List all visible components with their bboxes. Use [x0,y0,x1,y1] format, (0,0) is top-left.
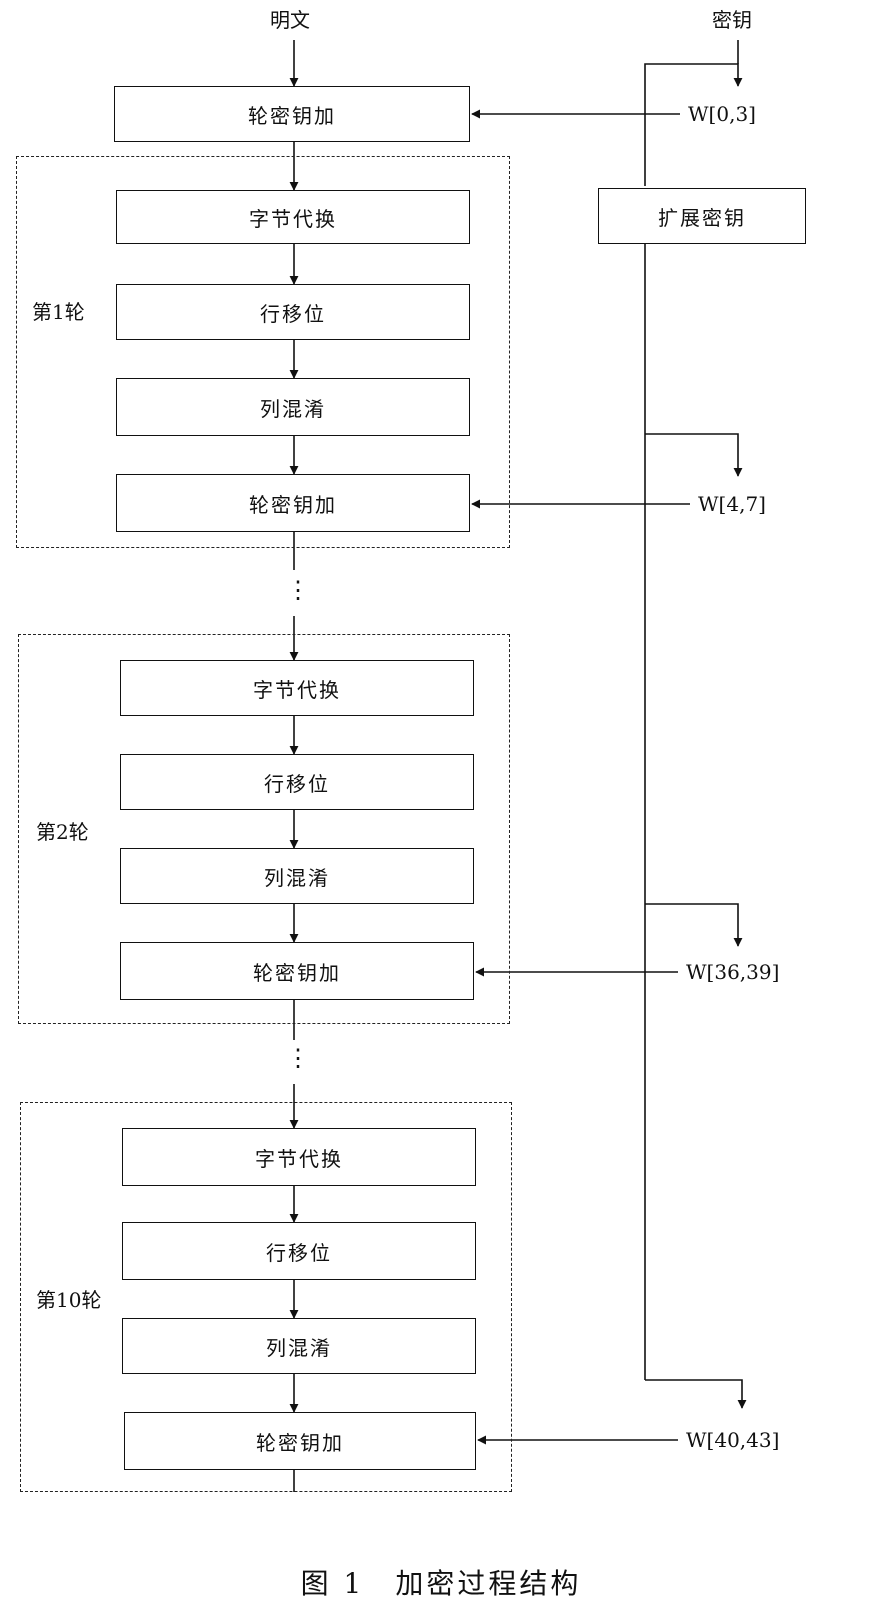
round-1-add-round-key: 轮密钥加 [116,474,470,532]
round-1-frame [16,156,510,548]
ellipsis-2: ⋮ [286,1044,310,1072]
round-2-sub-bytes: 字节代换 [120,660,474,716]
branch-w40 [645,1379,747,1409]
round-key-w40-43: W[40,43] [686,1428,780,1452]
branch-w36 [645,903,743,947]
round-10-sub-bytes: 字节代换 [122,1128,476,1186]
round-key-w0-3: W[0,3] [688,102,756,126]
round-2-add-round-key: 轮密钥加 [120,942,474,1000]
key-label: 密钥 [712,8,752,32]
round-1-mix-columns: 列混淆 [116,378,470,436]
round-2-mix-columns: 列混淆 [120,848,474,904]
initial-add-round-key-box: 轮密钥加 [114,86,470,142]
round-2-label: 第2轮 [36,820,89,844]
round-1-shift-rows: 行移位 [116,284,470,340]
plaintext-label: 明文 [270,8,310,32]
round-2-shift-rows: 行移位 [120,754,474,810]
round-1-label: 第1轮 [32,300,85,324]
round-10-shift-rows: 行移位 [122,1222,476,1280]
ellipsis-1: ⋮ [286,576,310,604]
round-10-mix-columns: 列混淆 [122,1318,476,1374]
round-1-sub-bytes: 字节代换 [116,190,470,244]
figure-caption: 图 1 加密过程结构 [300,1567,582,1600]
round-10-label: 第10轮 [36,1288,102,1312]
round-key-w4-7: W[4,7] [698,492,766,516]
round-10-frame [20,1102,512,1492]
round-key-w36-39: W[36,39] [686,960,780,984]
round-2-frame [18,634,510,1024]
key-expansion-box: 扩展密钥 [598,188,806,244]
round-10-add-round-key: 轮密钥加 [124,1412,476,1470]
key-split [644,63,743,186]
branch-w4 [645,433,743,477]
